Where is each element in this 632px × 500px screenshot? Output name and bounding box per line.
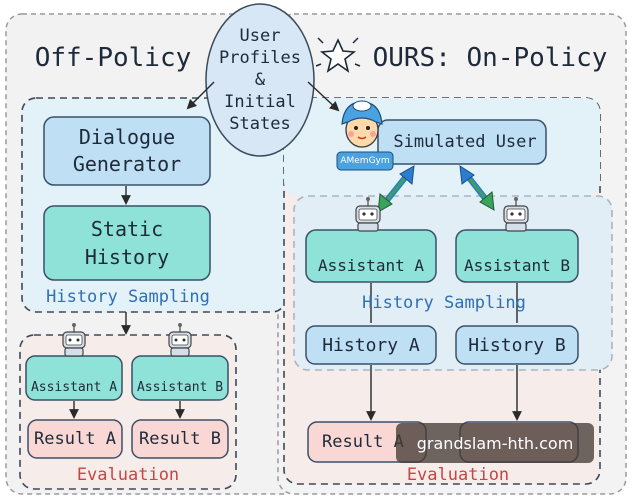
gym-badge (336, 151, 394, 171)
history-a-label: History A (322, 334, 420, 356)
bubble-line: Profiles (219, 48, 301, 68)
left-result-a-label: Result A (34, 429, 116, 449)
history-b-label: History B (468, 334, 566, 356)
static-history-box (43, 205, 211, 281)
left-result-b-label: Result B (139, 429, 221, 449)
dialogue-generator-line: Dialogue (78, 125, 176, 149)
watermark: grandslam-hth.com (396, 423, 594, 463)
user-profiles-bubble (205, 3, 315, 157)
interaction-arrow-a (377, 165, 415, 213)
bubble-line: User (239, 26, 281, 46)
arrow-bubble-to-user (307, 81, 340, 112)
right-history-sampling-label: History Sampling (362, 293, 526, 313)
right-assistant-b-label: Assistant B (464, 255, 570, 275)
static-history-line: Static (90, 217, 164, 241)
left-assistant-b-label: Assistant B (136, 379, 224, 395)
left-evaluation-label: Evaluation (76, 465, 180, 485)
on-policy-title: OURS: On-Policy (372, 43, 608, 73)
dialogue-generator-line: Generator (72, 152, 182, 176)
bubble-line: Initial (224, 92, 296, 112)
robot-icon (62, 323, 86, 357)
history-a-box (305, 325, 437, 365)
dialogue-generator-label: Dialogue Generator (44, 117, 210, 185)
simulated-user-label: Simulated User (393, 132, 537, 152)
simulated-user-box (377, 119, 547, 165)
robot-icon (355, 197, 381, 232)
sparkle-icon (315, 37, 361, 73)
user-profiles-text: User Profiles & Initial States (206, 14, 314, 146)
user-avatar-icon (341, 100, 383, 148)
left-result-b-box (131, 419, 229, 459)
bubble-line: States (229, 114, 291, 134)
arrow-bubble-to-generator (186, 81, 215, 110)
right-assistant-a-label: Assistant A (318, 255, 424, 275)
dialogue-generator-box (43, 116, 211, 186)
gym-badge-label: AMemGym (340, 156, 390, 166)
robot-icon (503, 197, 529, 232)
left-history-sampling-label: History Sampling (46, 287, 210, 307)
static-history-label: Static History (44, 206, 210, 280)
off-policy-title: Off-Policy (34, 43, 192, 73)
left-result-a-box (27, 419, 123, 459)
history-b-box (455, 325, 579, 365)
bubble-line: & (254, 70, 266, 90)
left-assistant-a-label: Assistant A (30, 379, 118, 395)
right-evaluation-label: Evaluation (406, 465, 510, 485)
robot-icon (168, 323, 192, 357)
interaction-arrow-b (459, 165, 495, 211)
static-history-line: History (84, 245, 170, 269)
right-result-a-label: Result A (322, 432, 404, 452)
